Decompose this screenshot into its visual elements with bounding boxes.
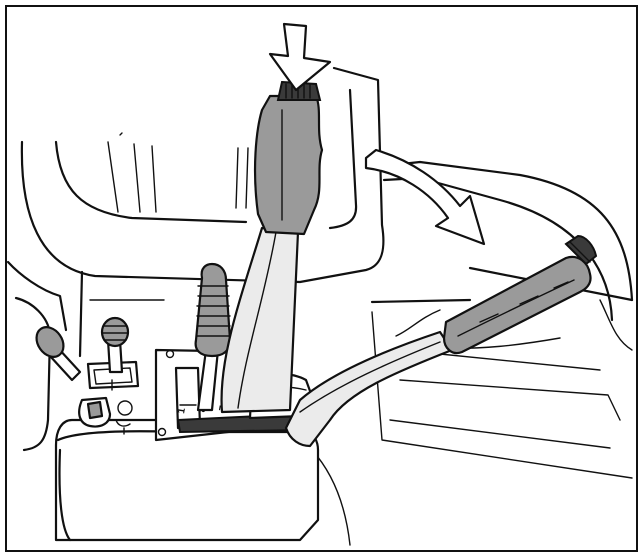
push-down-arrow-icon <box>268 22 332 92</box>
scale-label-1: 1 <box>176 407 188 415</box>
lowered-lever-shaft <box>284 330 454 448</box>
machine-body-background <box>6 66 634 546</box>
raised-lever-grip[interactable] <box>253 94 324 236</box>
ignition-area <box>31 316 140 435</box>
height-lever-raised[interactable] <box>220 80 324 414</box>
choke-knob[interactable] <box>31 322 69 362</box>
height-lever-lowered[interactable] <box>284 234 598 448</box>
diagram-border <box>5 5 638 552</box>
throttle-knob[interactable] <box>100 316 130 348</box>
secondary-lever-grip[interactable] <box>194 262 232 358</box>
lowered-lever-cap <box>564 234 598 266</box>
panel-edge <box>58 448 72 542</box>
raised-lever-shaft <box>220 226 300 414</box>
curved-swing-arrow-icon <box>364 148 486 246</box>
ignition-key-icon[interactable] <box>78 396 133 435</box>
lowered-lever-grip[interactable] <box>442 255 592 355</box>
secondary-lever[interactable] <box>194 262 232 412</box>
